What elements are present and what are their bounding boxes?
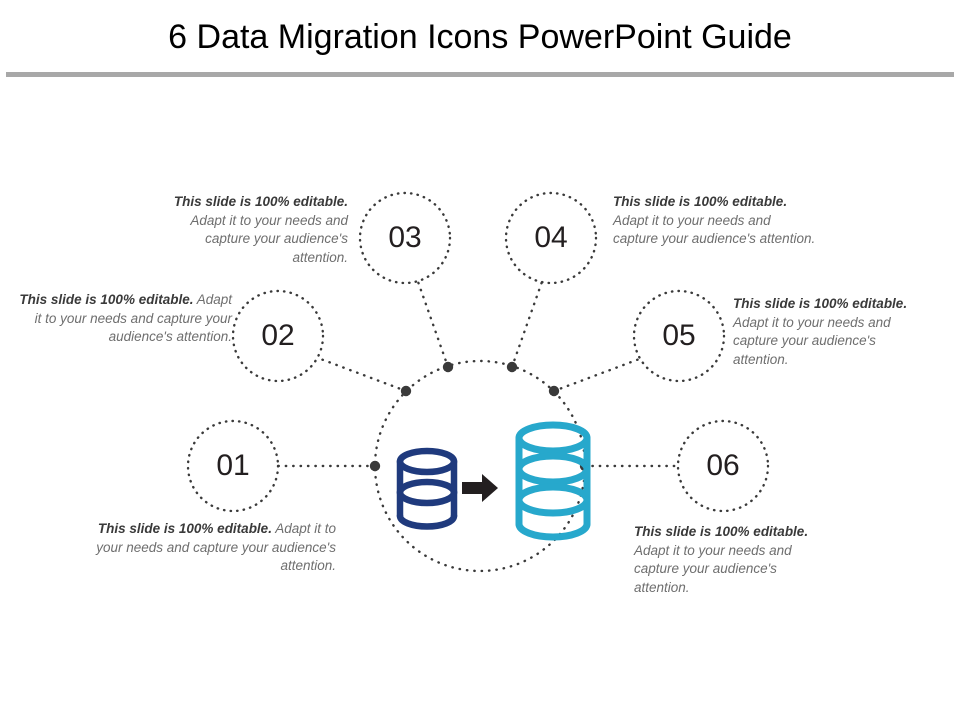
node-description-03: This slide is 100% editable. Adapt it to…	[148, 193, 348, 267]
node-description-02-body: Adapt it to your needs and capture your …	[34, 292, 232, 344]
node-circle-05[interactable]	[632, 289, 726, 383]
node-circle-06[interactable]	[676, 419, 770, 513]
source-database-icon	[396, 447, 458, 530]
node-description-06: This slide is 100% editable. Adapt it to…	[634, 523, 834, 597]
data-migration-diagram: 01 02 03 04 05 06 This slide is 100% edi…	[0, 80, 960, 720]
node-circle-02[interactable]	[231, 289, 325, 383]
node-description-01: This slide is 100% editable. Adapt it to…	[68, 520, 336, 576]
node-description-05-bold: This slide is 100% editable.	[733, 296, 908, 311]
node-description-02-bold: This slide is 100% editable.	[19, 292, 194, 307]
migration-arrow-icon	[462, 474, 498, 502]
junction-dot-04	[506, 361, 518, 373]
node-description-03-bold: This slide is 100% editable.	[173, 194, 348, 209]
junction-dot-05	[548, 385, 560, 397]
junction-dot-03	[442, 361, 454, 373]
node-description-02: This slide is 100% editable. Adapt it to…	[10, 291, 232, 347]
node-description-04: This slide is 100% editable. Adapt it to…	[613, 193, 818, 249]
node-description-05: This slide is 100% editable. Adapt it to…	[733, 295, 919, 369]
title-divider	[6, 72, 954, 77]
connector-02	[316, 356, 408, 393]
node-description-04-bold: This slide is 100% editable.	[613, 194, 788, 209]
node-description-06-body: Adapt it to your needs and capture your …	[634, 542, 792, 595]
node-description-01-body: Adapt it to your needs and capture your …	[96, 521, 336, 573]
node-description-06-bold: This slide is 100% editable.	[634, 524, 809, 539]
junction-dot-01	[369, 460, 381, 472]
node-description-01-bold: This slide is 100% editable.	[97, 521, 272, 536]
connector-05	[552, 356, 644, 393]
connector-04	[510, 274, 546, 369]
target-database-icon	[515, 421, 591, 541]
page-title: 6 Data Migration Icons PowerPoint Guide	[168, 18, 792, 56]
connector-03	[414, 274, 450, 369]
node-description-05-body: Adapt it to your needs and capture your …	[733, 314, 891, 367]
node-description-03-body: Adapt it to your needs and capture your …	[190, 212, 348, 265]
node-circle-01[interactable]	[186, 419, 280, 513]
diagram-canvas	[186, 191, 770, 573]
node-circle-03[interactable]	[358, 191, 452, 285]
node-description-04-body: Adapt it to your needs and capture your …	[613, 212, 816, 247]
junction-dot-02	[400, 385, 412, 397]
node-circle-04[interactable]	[504, 191, 598, 285]
